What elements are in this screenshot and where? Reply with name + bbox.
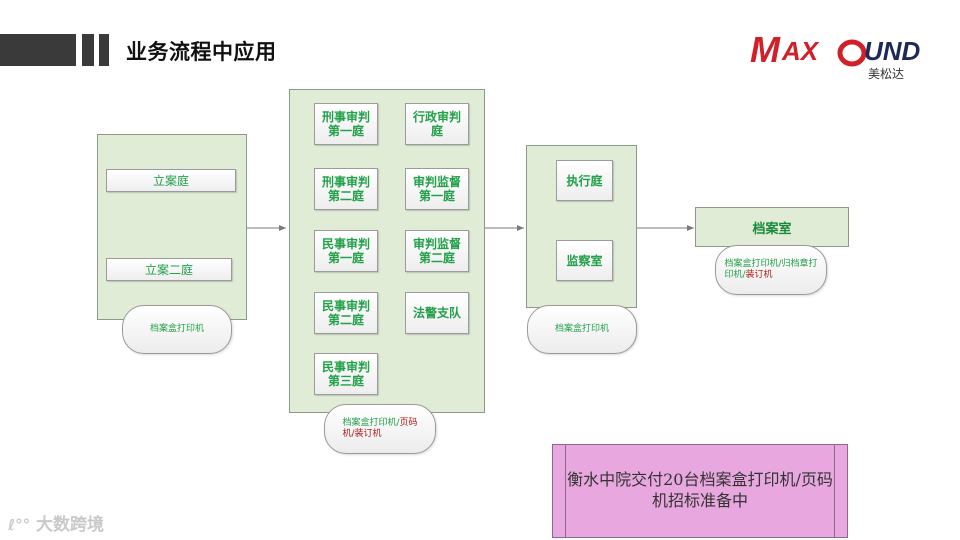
node-execution[interactable]: 执行庭 <box>556 160 613 201</box>
watermark-text: 大数跨境 <box>36 515 104 535</box>
device-pill-stage2: 档案盒打印机/页码机/装订机 <box>324 404 436 454</box>
tender-note-text: 衡水中院交付20台档案盒打印机/页码机招标准备中 <box>567 470 833 510</box>
node-supervision-2[interactable]: 审判监督第二庭 <box>405 230 469 272</box>
logo-letter-m: M <box>750 29 781 70</box>
node-bailiff[interactable]: 法警支队 <box>405 292 469 334</box>
logo-o-ring <box>837 39 867 67</box>
node-archive-room[interactable]: 档案室 <box>695 207 849 247</box>
note-right-rule <box>834 445 835 537</box>
header-bar-short <box>99 34 109 66</box>
node-filing-court-2[interactable]: 立案二庭 <box>106 258 232 281</box>
tender-note: 衡水中院交付20台档案盒打印机/页码机招标准备中 <box>552 444 848 538</box>
device-pill-stage1: 档案盒打印机 <box>122 305 232 354</box>
logo-letters-und: UND <box>864 36 921 66</box>
device-pill-stage3: 档案盒打印机 <box>527 305 637 354</box>
node-inspection[interactable]: 监察室 <box>556 240 613 281</box>
node-administrative[interactable]: 行政审判庭 <box>405 103 469 145</box>
note-left-rule <box>565 445 566 537</box>
header-bar-mid <box>82 34 94 66</box>
device-pill-stage4: 档案盒打印机/归档章打印机/装订机 <box>715 245 827 295</box>
node-criminal-2[interactable]: 刑事审判第二庭 <box>314 168 378 210</box>
header-bar-long <box>0 34 76 66</box>
page-title: 业务流程中应用 <box>126 40 277 64</box>
logo-cn: 美松达 <box>868 67 904 81</box>
node-civil-3[interactable]: 民事审判第三庭 <box>314 353 378 395</box>
node-civil-2[interactable]: 民事审判第二庭 <box>314 292 378 334</box>
watermark-icon: ℓ°° <box>8 516 31 534</box>
brand-logo: M AX UND 美松达 <box>748 28 928 84</box>
node-filing-court-1[interactable]: 立案庭 <box>106 169 236 192</box>
watermark: ℓ°° 大数跨境 <box>8 510 104 535</box>
node-supervision-1[interactable]: 审判监督第一庭 <box>405 168 469 210</box>
logo-letters-ax: AX <box>781 36 820 66</box>
node-civil-1[interactable]: 民事审判第一庭 <box>314 230 378 272</box>
stage-filing <box>97 134 247 320</box>
node-criminal-1[interactable]: 刑事审判第一庭 <box>314 103 378 145</box>
